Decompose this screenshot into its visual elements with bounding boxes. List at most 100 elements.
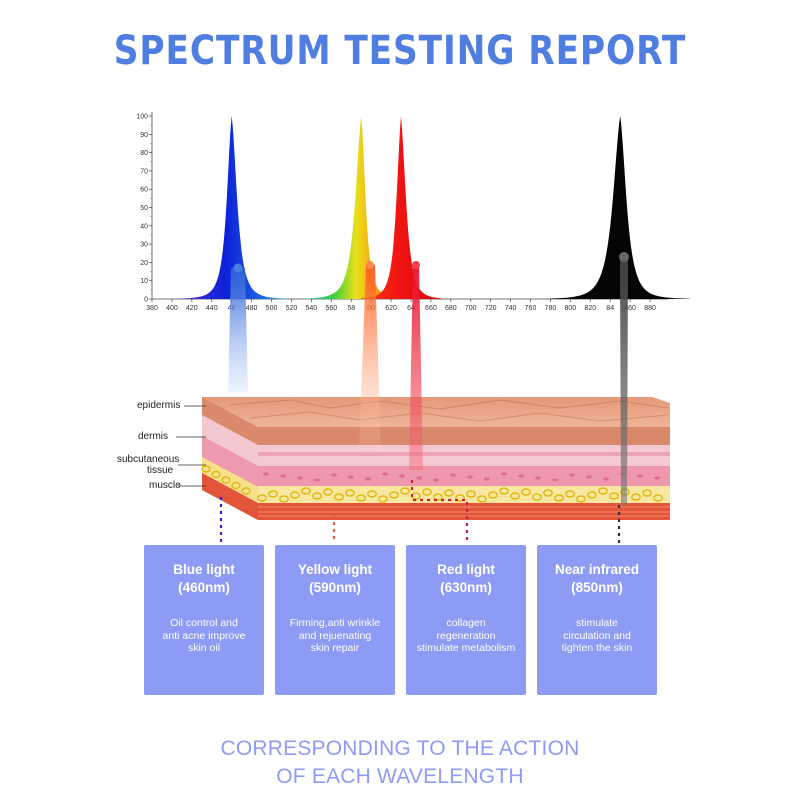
y-tick-label: 80 [140,150,148,157]
card-yellow-light: Yellow light (590nm) Firming,anti wrinkle… [275,545,395,695]
y-tick-label: 20 [140,260,148,267]
dermis-cell [637,474,643,478]
fat-cell [521,488,531,496]
fat-cell [367,490,377,498]
card-wavelength: (630nm) [440,580,492,595]
fat-cell [290,491,300,499]
fat-cell [356,494,366,502]
fat-cell [279,495,289,503]
dermis-cell [603,477,609,481]
fat-cell [642,489,652,497]
x-tick-label: 760 [525,305,537,312]
dermis-cell [552,478,558,482]
fat-cell [312,492,322,500]
dermis-cell [416,476,422,480]
x-tick-label: 780 [545,305,557,312]
blue-marker [233,263,243,273]
dermis-cell [348,475,354,479]
card-title: Near infrared [554,562,640,577]
layer-label-subcutaneous: subcutaneous [117,454,180,465]
card-desc-line: and rejuenating [298,629,372,642]
dermis-cell [501,472,507,476]
dermis-cell [518,474,524,478]
footer-line-1: CORRESPONDING TO THE ACTION [220,737,580,760]
skin-block [201,397,670,520]
dermis-cells [263,472,660,482]
fat-cell [400,487,410,495]
card-desc-line: tighten the skin [561,642,633,654]
layer-label-muscle: muscle [149,480,181,491]
red-marker [412,261,420,269]
yellow-marker [366,261,374,269]
dermis-cell [467,475,473,479]
dermis-cell [535,476,541,480]
x-tick-label: 820 [584,305,596,312]
fat-cell [565,490,575,498]
card-desc-line: collagen [446,617,486,629]
fat-cell [301,487,311,495]
x-tick-label: 660 [425,305,437,312]
fat-cell [532,493,542,501]
spectrum-peak-630 [361,116,441,299]
chart-peaks [176,116,690,299]
x-tick-label: 540 [306,305,318,312]
fat-cell [268,490,278,498]
x-tick-label: 420 [186,305,198,312]
skin-illustration [176,252,670,543]
fat-cell [466,490,476,498]
dermis-cell [569,473,575,477]
card-desc-line: circulation and [563,629,631,642]
card-wavelength: (590nm) [309,580,361,595]
card-desc-line: anti acne improve [162,629,246,642]
x-tick-label: 740 [505,305,517,312]
dermis-cell [280,474,286,478]
spectrum-peak-460 [176,116,287,299]
card-desc-line: skin repair [310,642,360,654]
fat-cell [422,488,432,496]
card-title: Yellow light [297,562,373,577]
blue-light-beam [228,268,248,392]
fat-cell [499,487,509,495]
red-light-beam [409,265,423,470]
dermis-cell [433,478,439,482]
fat-cell [653,494,663,502]
x-tick-label: 720 [485,305,497,312]
fat-cell [609,492,619,500]
fat-cell [477,495,487,503]
layer-label-epidermis: epidermis [137,400,181,411]
dermis-cell [331,473,337,477]
x-tick-label: 500 [266,305,278,312]
y-tick-label: 90 [140,132,148,139]
y-tick-label: 0 [144,297,148,304]
fat-cell [389,491,399,499]
fat-cell [323,488,333,496]
dermis-cell [484,477,490,481]
card-connectors [219,480,621,543]
card-title: Blue light [173,562,235,577]
fat-cell [631,493,641,501]
x-tick-label: 400 [166,305,178,312]
x-tick-label: 680 [445,305,457,312]
card-desc-line: Firming,anti wrinkle [289,617,381,629]
dermis-cell [399,474,405,478]
y-tick-label: 30 [140,242,148,249]
x-tick-label: 380 [146,305,158,312]
fat-cells [201,465,663,503]
x-tick-label: 84 [606,305,614,312]
card-desc-line: stimulate [575,617,618,629]
fat-cell [587,491,597,499]
card-desc-line: skin oil [187,642,221,654]
layer-leaders [176,405,206,487]
fat-cell [576,495,586,503]
fat-cell [543,489,553,497]
x-tick-label: 64 [407,305,415,312]
fat-cell [378,495,388,503]
x-tick-label: 860 [624,305,636,312]
fat-cell [444,489,454,497]
card-title: Red light [437,562,495,577]
card-wavelength: (850nm) [571,580,623,595]
dermis-cell [586,475,592,479]
fat-cell [231,481,241,490]
